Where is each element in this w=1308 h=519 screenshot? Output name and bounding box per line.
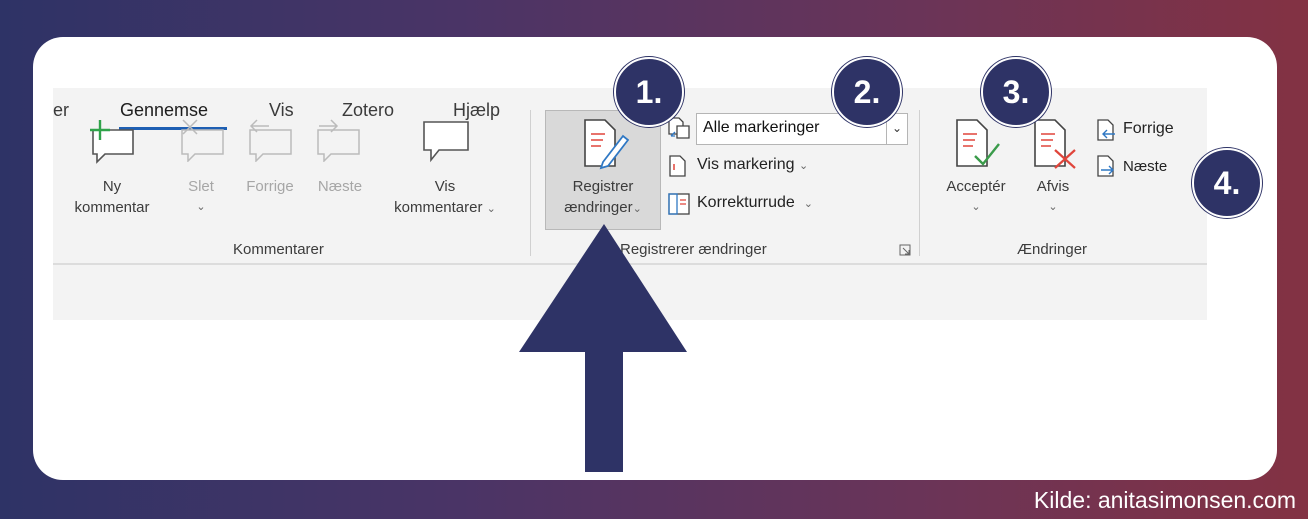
ribbon-divider (53, 263, 1207, 265)
previous-comment-icon (249, 119, 292, 162)
show-comments-button[interactable]: Vis kommentarer ⌄ (375, 176, 515, 220)
chevron-down-icon[interactable]: ⌄ (886, 114, 907, 144)
comments-group-label: Kommentarer (233, 241, 324, 258)
review-pane-button[interactable]: Korrekturrude ⌄ (697, 194, 813, 212)
delete-comment-icon (181, 119, 224, 162)
up-arrow-icon (519, 224, 687, 472)
next-change-button[interactable]: Næste (1123, 158, 1168, 175)
tab-review[interactable]: Gennemse (120, 100, 209, 120)
step-badge-1: 1. (614, 57, 684, 127)
chevron-down-icon: ⌄ (632, 203, 642, 215)
tracking-group-label: Registrerer ændringer (620, 241, 767, 258)
previous-change-button[interactable]: Forrige (1123, 120, 1174, 137)
chevron-down-icon: ⌄ (486, 203, 496, 215)
track-changes-label: Registrer ændringer⌄ (545, 176, 661, 220)
new-comment-label-1: Ny (102, 178, 122, 195)
changes-group-label: Ændringer (1017, 241, 1088, 258)
dialog-launcher-icon[interactable] (899, 244, 911, 256)
review-pane-icon (668, 193, 690, 215)
chevron-down-icon: ⌄ (196, 201, 206, 213)
previous-comment-button[interactable]: Forrige (246, 178, 294, 195)
step-badge-3: 3. (981, 57, 1051, 127)
chevron-down-icon: ⌄ (1048, 201, 1058, 213)
review-pane-label: Korrekturrude (697, 194, 795, 211)
markup-select-value: Alle markeringer (703, 119, 820, 136)
track-changes-label-2: ændringer (564, 199, 633, 216)
reject-label: Afvis (1036, 178, 1070, 195)
markup-select[interactable]: Alle markeringer ⌄ (696, 113, 908, 145)
active-tab-indicator (119, 127, 227, 130)
chevron-down-icon: ⌄ (803, 198, 813, 210)
next-change-icon (1097, 155, 1114, 177)
tab-zotero[interactable]: Zotero (342, 100, 395, 120)
delete-comment-button[interactable]: Slet ⌄ (175, 176, 227, 218)
new-comment-button[interactable]: Ny kommentar (57, 176, 167, 218)
next-comment-icon (317, 119, 360, 162)
show-comments-icon (423, 121, 469, 163)
show-comments-label-1: Vis (434, 178, 456, 195)
group-separator (919, 110, 920, 256)
tab-help[interactable]: Hjælp (453, 100, 501, 120)
chevron-down-icon: ⌄ (798, 160, 809, 172)
tab-partial[interactable]: er (53, 100, 70, 120)
source-credit: Kilde: anitasimonsen.com (1033, 487, 1296, 513)
new-comment-icon (90, 120, 134, 164)
show-comments-label-2: kommentarer (394, 199, 483, 216)
ribbon-tabs: er Gennemse Vis Zotero Hjælp (53, 88, 1207, 130)
track-changes-label-1: Registrer (572, 178, 634, 195)
show-markup-button[interactable]: Vis markering ⌄ (697, 156, 808, 174)
tab-view[interactable]: Vis (269, 100, 294, 120)
delete-comment-label: Slet (188, 178, 214, 195)
show-markup-label: Vis markering (697, 156, 795, 173)
track-changes-icon (584, 119, 629, 170)
markup-display-icon (668, 117, 690, 139)
show-markup-icon (669, 155, 686, 177)
step-badge-2: 2. (832, 57, 902, 127)
accept-button[interactable]: Acceptér ⌄ (933, 176, 1019, 218)
group-separator (530, 110, 531, 256)
previous-change-icon (1097, 119, 1115, 141)
step-badge-4: 4. (1192, 148, 1262, 218)
next-comment-button[interactable]: Næste (317, 178, 363, 195)
new-comment-label-2: kommentar (74, 199, 150, 216)
accept-label: Acceptér (946, 178, 1006, 195)
reject-icon (1034, 119, 1076, 169)
reject-button[interactable]: Afvis ⌄ (1025, 176, 1081, 218)
chevron-down-icon: ⌄ (971, 201, 981, 213)
accept-icon (956, 119, 1000, 167)
